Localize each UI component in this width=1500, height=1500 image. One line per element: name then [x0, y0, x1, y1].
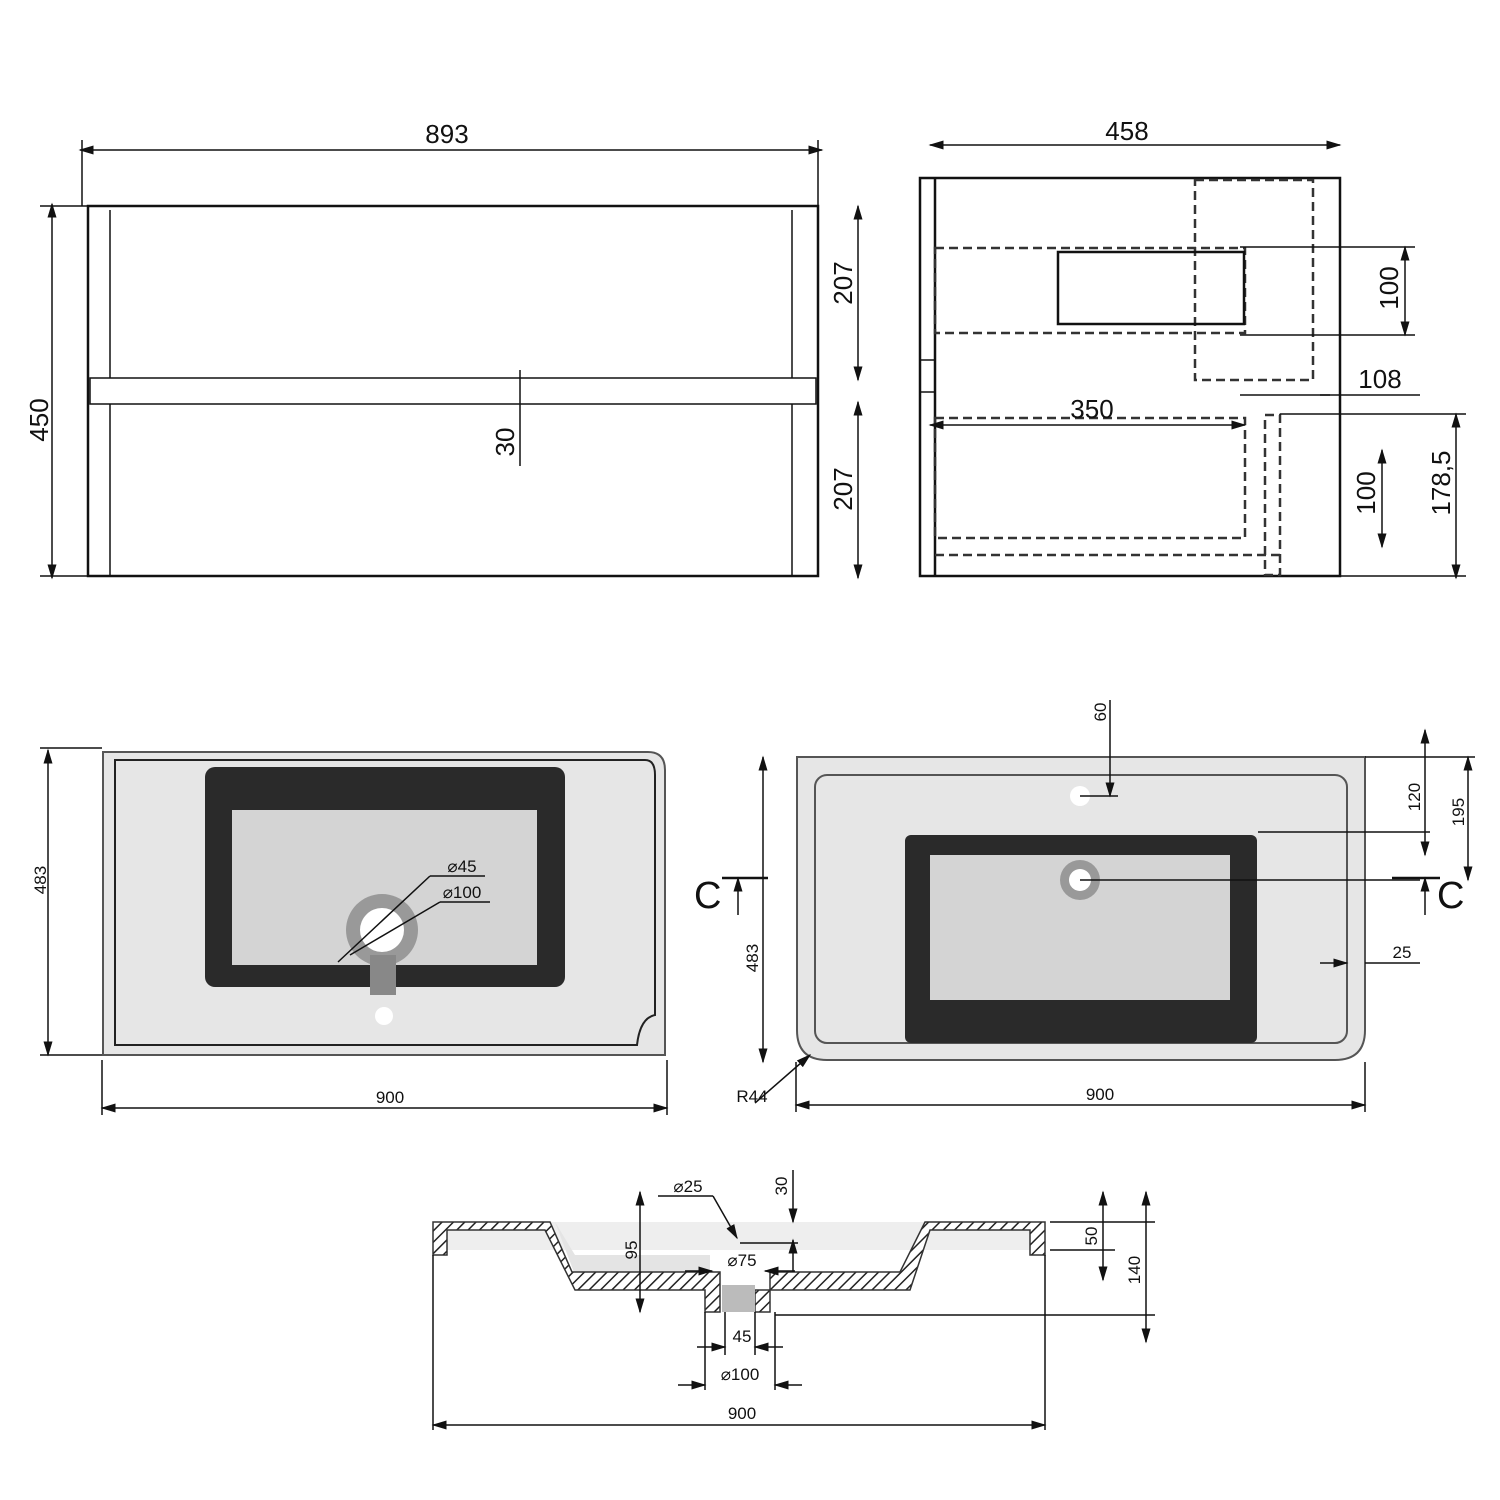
- dim-tap-hole: ⌀25: [673, 1177, 702, 1196]
- dim-drawer-depth: 350: [1070, 394, 1113, 424]
- dim-width: 900: [1086, 1085, 1114, 1104]
- dim-tap-depth: 30: [772, 1177, 791, 1196]
- dim-tap-offset: 60: [1091, 703, 1110, 722]
- dim-drain-top: ⌀75: [727, 1251, 756, 1270]
- dim-width: 893: [425, 119, 468, 149]
- dim-drain-inner: ⌀45: [447, 857, 476, 876]
- basin-top-view-left: 483 ⌀45 ⌀100 900: [31, 747, 669, 1115]
- dim-bowl-offset: 120: [1405, 783, 1424, 811]
- section-cc-view: ⌀25 30 95 ⌀75 50 140 45 ⌀100 900: [431, 1170, 1155, 1430]
- dim-upper: 207: [828, 261, 858, 304]
- section-marker-right: C: [1437, 875, 1464, 917]
- dim-depth: 483: [743, 944, 762, 972]
- dim-drain-offset: 195: [1449, 798, 1468, 826]
- section-marker-left: C: [694, 875, 721, 917]
- dim-rim-height: 50: [1082, 1227, 1101, 1246]
- dim-drain-inner: 45: [733, 1327, 752, 1346]
- dim-depth: 483: [31, 866, 50, 894]
- dim-rim: 25: [1393, 943, 1412, 962]
- dim-width: 900: [728, 1404, 756, 1423]
- dim-height: 450: [24, 398, 54, 441]
- dim-depth: 458: [1105, 116, 1148, 146]
- cabinet-side-view: 458 100 108 350 100 178,5: [918, 116, 1466, 580]
- dim-lower: 207: [828, 467, 858, 510]
- dim-total-height: 140: [1125, 1256, 1144, 1284]
- dim-lower-inner: 100: [1351, 471, 1381, 514]
- cabinet-front-view: 893 450 207 207 30: [24, 119, 863, 580]
- dim-bowl-depth: 95: [622, 1241, 641, 1260]
- dim-radius: R44: [736, 1087, 767, 1106]
- dim-drain-outer: ⌀100: [443, 883, 482, 902]
- dim-drain-outer: ⌀100: [721, 1365, 760, 1384]
- dim-lower-height: 178,5: [1426, 450, 1456, 515]
- dim-upper-inner: 100: [1374, 266, 1404, 309]
- dim-offset: 108: [1358, 364, 1401, 394]
- dim-gap: 30: [490, 428, 520, 457]
- basin-top-view-right: 60 120 195 C C 483 25 R44 900: [694, 700, 1475, 1112]
- dim-width: 900: [376, 1088, 404, 1107]
